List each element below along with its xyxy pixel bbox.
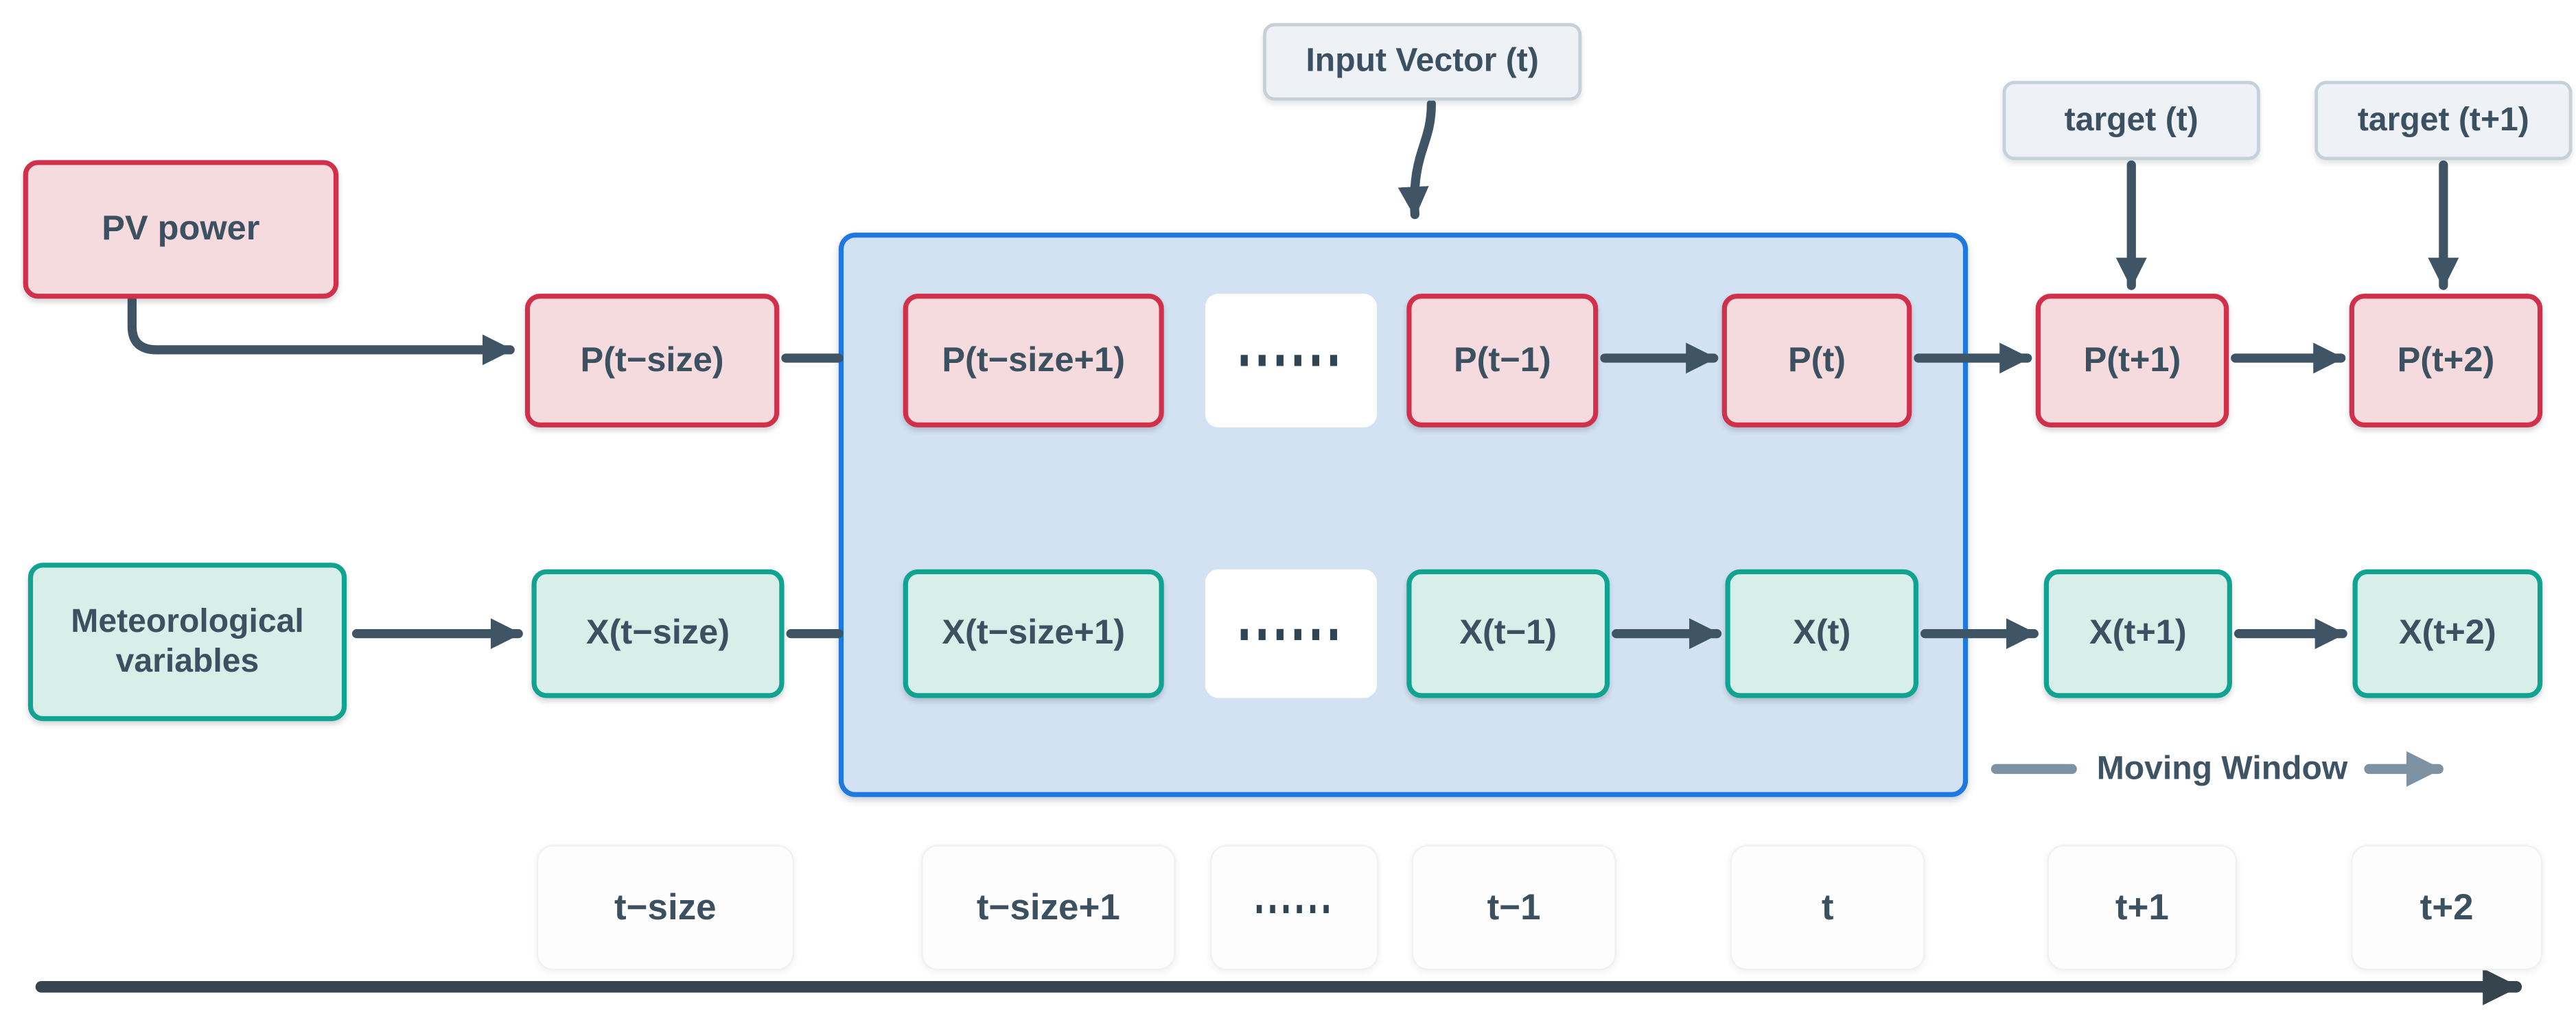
target-t1-box: target (t+1) [2314, 80, 2573, 161]
x-ellipsis: ...... [1237, 575, 1345, 657]
x-node-tsize1: X(t−size+1) [903, 569, 1164, 698]
time-tick-t2: t+2 [2351, 845, 2543, 971]
input-vector-box: Input Vector (t) [1263, 23, 1582, 101]
p-node-tsize: P(t−size) [524, 294, 780, 427]
target-t-box: target (t) [2002, 80, 2260, 161]
meteorological-box: Meteorological variables [27, 563, 347, 722]
time-tick-t: t [1730, 845, 1925, 971]
p-node-t1: P(t+1) [2035, 294, 2229, 427]
time-tick-tsize1: t−size+1 [921, 845, 1176, 971]
p-ellipsis-box: ...... [1205, 294, 1378, 427]
pv-power-box: PV power [23, 160, 339, 299]
moving-window-label: Moving Window [2096, 750, 2348, 787]
pv-power-label: PV power [102, 209, 260, 248]
time-tick-ellipsis: ...... [1210, 845, 1379, 971]
p-node-t-1: P(t−1) [1406, 294, 1599, 427]
x-node-tsize: X(t−size) [531, 569, 785, 698]
meteorological-label: Meteorological variables [71, 603, 304, 680]
time-tick-tsize: t−size [536, 845, 794, 971]
p-node-tsize1: P(t−size+1) [903, 294, 1164, 427]
p-node-t2: P(t+2) [2349, 294, 2543, 427]
time-tick-t-1: t−1 [1411, 845, 1616, 971]
x-node-t: X(t) [1725, 569, 1918, 698]
target-t1-label: target (t+1) [2357, 102, 2529, 139]
p-node-t: P(t) [1721, 294, 1912, 427]
time-tick-t1: t+1 [2047, 845, 2238, 971]
arrow-inputvector-to-window [1397, 99, 1437, 220]
input-vector-label: Input Vector (t) [1306, 43, 1539, 80]
x-node-t1: X(t+1) [2043, 569, 2232, 698]
x-ellipsis-box: ...... [1205, 569, 1378, 698]
x-node-t2: X(t+2) [2352, 569, 2543, 698]
x-node-t-1: X(t−1) [1406, 569, 1610, 698]
arrow-pv-to-ptsize [127, 296, 515, 366]
p-ellipsis: ...... [1237, 302, 1345, 384]
target-t-label: target (t) [2064, 102, 2198, 139]
